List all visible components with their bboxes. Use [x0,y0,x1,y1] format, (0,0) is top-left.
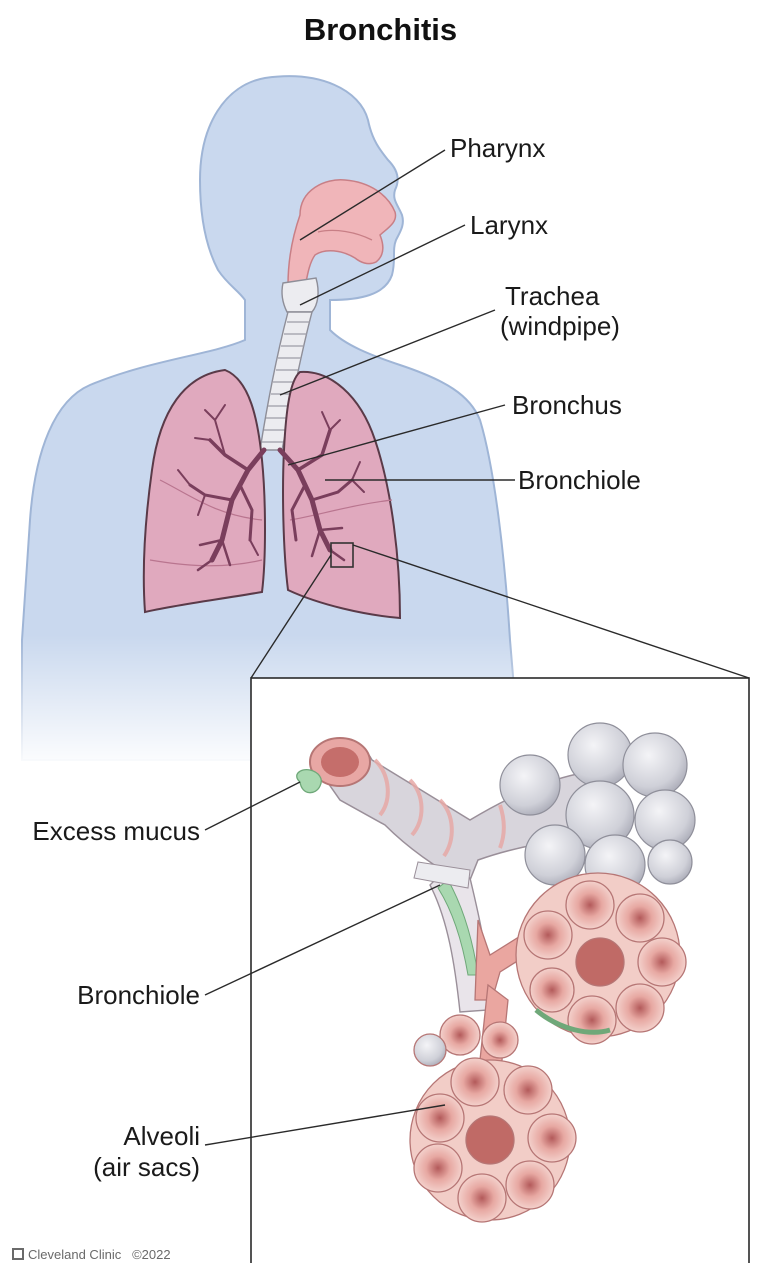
label-bronchiole-top: Bronchiole [518,465,641,495]
cleveland-clinic-logo-icon [12,1248,24,1260]
page-title: Bronchitis [0,12,761,48]
credit-line: Cleveland Clinic ©2022 [12,1247,171,1262]
label-excess-mucus: Excess mucus [32,816,200,846]
label-windpipe: (windpipe) [500,311,620,341]
label-air-sacs: (air sacs) [93,1152,200,1182]
label-larynx: Larynx [470,210,548,240]
credit-copyright: ©2022 [132,1247,171,1262]
label-bronchus: Bronchus [512,390,622,420]
label-trachea: Trachea [505,281,600,311]
label-bronchiole-inset: Bronchiole [77,980,200,1010]
label-pharynx: Pharynx [450,133,545,163]
label-alveoli: Alveoli [123,1121,200,1151]
larynx-shape [282,278,318,312]
credit-brand: Cleveland Clinic [28,1247,121,1262]
